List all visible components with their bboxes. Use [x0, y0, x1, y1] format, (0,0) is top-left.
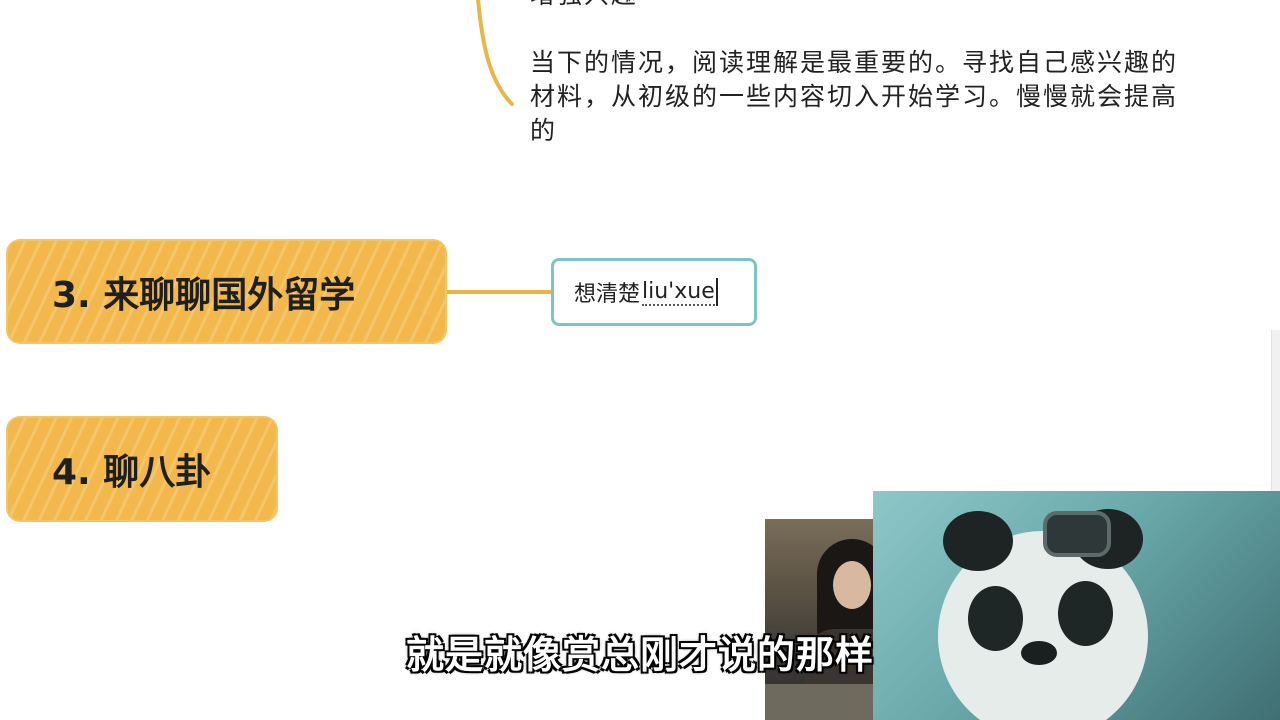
- note-clipped-line: 增强兴趣: [530, 0, 1180, 12]
- child-node-text: 想清楚: [574, 282, 641, 307]
- note-text-block[interactable]: 增强兴趣 当下的情况，阅读理解是最重要的。寻找自己感兴趣的材料，从初级的一些内容…: [530, 0, 1180, 148]
- topic-label: 3. 来聊聊国外留学: [52, 274, 356, 316]
- video-subtitle: 就是就像赏总刚才说的那样: [405, 633, 874, 677]
- topic-node-study-abroad[interactable]: 3. 来聊聊国外留学: [8, 241, 445, 342]
- note-paragraph: 当下的情况，阅读理解是最重要的。寻找自己感兴趣的材料，从初级的一些内容切入开始学…: [530, 48, 1179, 145]
- ime-composition-text: liu'xue: [642, 278, 715, 306]
- webcam-panda-avatar-video: [873, 491, 1280, 720]
- topic-label: 4. 聊八卦: [52, 452, 212, 493]
- topic-node-gossip[interactable]: 4. 聊八卦: [8, 418, 276, 520]
- text-caret: [715, 278, 718, 306]
- connector-curve-top: [476, 0, 514, 106]
